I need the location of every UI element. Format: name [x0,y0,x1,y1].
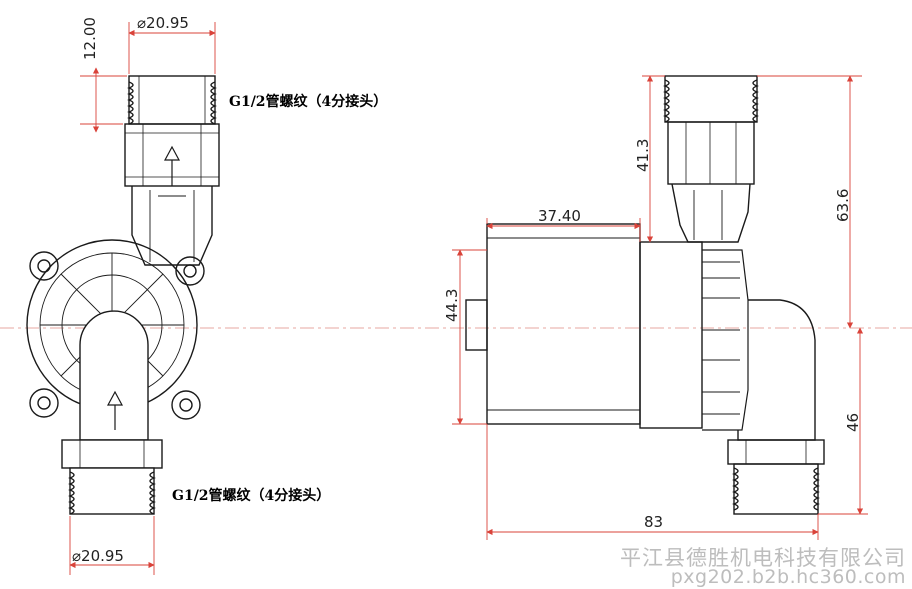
bottom-thread-pattern [68,471,156,515]
top-thread-pattern [127,81,217,125]
flow-arrow-up-top [163,145,181,186]
dim-motor-length: 37.40 [538,207,581,225]
right-dimensions [452,75,868,540]
flow-arrow-up-bottom [106,390,124,430]
left-dimensions [69,22,216,575]
dim-total-length: 83 [644,513,663,531]
watermark-url: pxg202.b2b.hc360.com [670,566,906,588]
dim-top-fitting-height: 41.3 [634,139,652,172]
watermark-company: 平江县德胜机电科技有限公司 [620,546,906,570]
dim-bottom-to-center: 46 [844,413,862,432]
dim-top-to-center: 63.6 [834,189,852,222]
dim-motor-height: 44.3 [443,289,461,322]
thread-note-bottom: G1/2管螺纹（4分接头） [172,487,330,504]
left-view [26,75,220,515]
dim-top-diameter: ⌀20.95 [137,14,189,32]
dim-thread-length: 12.00 [81,17,99,60]
dim-bottom-diameter: ⌀20.95 [72,547,124,565]
thread-note-top: G1/2管螺纹（4分接头） [229,93,387,110]
